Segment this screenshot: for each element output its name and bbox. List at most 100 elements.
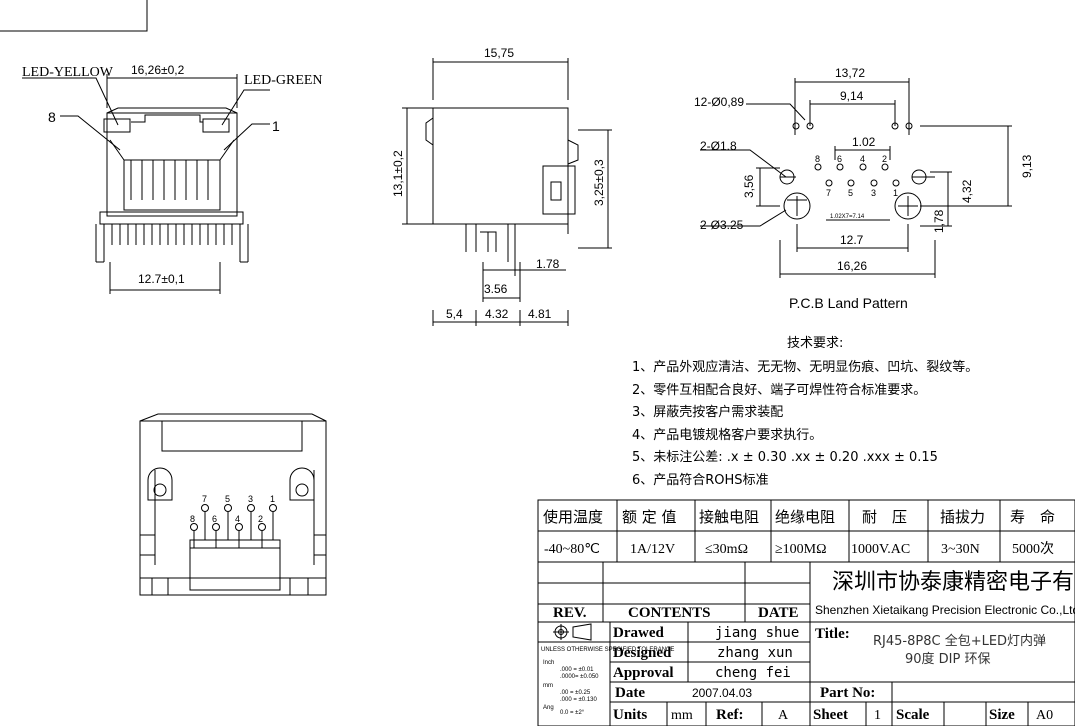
- ref-value: A: [778, 708, 789, 723]
- pcb-dim-4-32: 4,32: [960, 179, 974, 203]
- rear-pin-label: 8: [190, 514, 195, 524]
- pcb-pin-label: 7: [826, 188, 831, 198]
- led-yellow-window: [103, 118, 131, 133]
- spec-header: 接触电阻: [699, 508, 759, 526]
- designed-value: zhang xun: [717, 645, 793, 661]
- pcb-dim-3-56: 3,56: [742, 174, 756, 198]
- side-right-dim: 3,25±0,3: [592, 159, 606, 206]
- pcb-dim-13-72: 13,72: [835, 66, 865, 80]
- pcb-land-pattern: [700, 78, 1012, 278]
- pcb-dim-16-26: 16,26: [837, 259, 867, 273]
- tolerance-line: 0.0 = ±2°: [560, 710, 585, 716]
- led-green-window: [202, 118, 230, 133]
- pcb-dim-9-14: 9,14: [840, 89, 864, 103]
- pcb-dim-1-78: 1,78: [932, 209, 946, 233]
- rear-pin-label: 3: [248, 494, 253, 504]
- sheet-label: Sheet: [813, 707, 848, 723]
- note-item: 3、屏蔽壳按客户需求装配: [632, 404, 783, 420]
- pcb-large-locating-hole: [783, 192, 811, 220]
- side-dim-1-78: 1.78: [536, 257, 560, 271]
- tolerance-line: .00 = ±0.25: [560, 690, 591, 696]
- pcb-pin-label: 1: [893, 188, 898, 198]
- spec-value: -40~80℃: [544, 542, 600, 557]
- spec-header: 耐 压: [862, 508, 907, 526]
- front-pitch-dim: 12.7±0,1: [138, 272, 185, 286]
- pcb-holes-0-89: 12-Ø0,89: [694, 95, 744, 109]
- tolerance-line: .0000= ±0.050: [560, 674, 599, 680]
- title-line-1: RJ45-8P8C 全包+LED灯内弹: [873, 633, 1046, 649]
- title-block-grid: [537, 561, 1075, 726]
- company-name-cn: 深圳市协泰康精密电子有限公司: [832, 570, 1075, 595]
- rear-socket: [189, 539, 281, 591]
- pcb-holes-3-25: 2-Ø3.25: [700, 218, 744, 232]
- led-green-label: LED-GREEN: [244, 73, 323, 88]
- spec-header: 额 定 值: [622, 508, 677, 526]
- date-row-label: Date: [615, 685, 645, 701]
- ref-label: Ref:: [716, 707, 743, 723]
- tolerance-ang: Ang: [543, 705, 554, 711]
- pin-1-callout: 1: [272, 118, 280, 134]
- date-header-label: DATE: [758, 605, 799, 621]
- projection-symbol: [553, 623, 592, 641]
- pcb-title: P.C.B Land Pattern: [789, 295, 908, 311]
- side-dim-4-81: 4.81: [528, 307, 552, 321]
- side-height-dim: 13,1±0,2: [391, 150, 405, 197]
- company-name-en: Shenzhen Xietaikang Precision Electronic…: [815, 603, 1075, 617]
- tolerance-line: .000 = ±0.01: [560, 667, 594, 673]
- pcb-pin-label: 6: [837, 154, 842, 164]
- pcb-pin-label: 3: [871, 188, 876, 198]
- rear-pin-label: 7: [202, 494, 207, 504]
- spec-value: ≥100MΩ: [775, 542, 827, 557]
- units-label: Units: [613, 707, 647, 723]
- rear-pin-label: 4: [235, 514, 240, 524]
- size-label: Size: [989, 707, 1015, 723]
- rear-pin-pads: [190, 504, 277, 548]
- rj45-socket: [123, 159, 221, 211]
- front-view: [22, 74, 270, 294]
- title-line-2: 90度 DIP 环保: [905, 651, 991, 667]
- title-label: Title:: [815, 626, 850, 642]
- front-width-dim: 16,26±0,2: [131, 63, 185, 77]
- part-no-label: Part No:: [820, 685, 875, 701]
- pin-8-callout: 8: [48, 109, 56, 125]
- pcb-dim-1-02: 1.02: [852, 135, 876, 149]
- pcb-pin-label: 8: [815, 154, 820, 164]
- units-value: mm: [671, 708, 693, 723]
- contents-label: CONTENTS: [628, 605, 711, 621]
- rev-label: REV.: [553, 605, 587, 621]
- spec-value: 1A/12V: [630, 542, 675, 557]
- spec-header: 插拔力: [940, 508, 985, 526]
- sheet-value: 1: [874, 708, 881, 723]
- designed-label: Designed: [613, 645, 672, 661]
- spec-header: 绝缘电阻: [775, 508, 835, 526]
- rear-pin-label: 2: [258, 514, 263, 524]
- note-item: 4、产品电镀规格客户要求执行。: [632, 427, 822, 443]
- note-item: 6、产品符合ROHS标准: [632, 472, 769, 488]
- date-value: 2007.04.03: [692, 686, 752, 700]
- spec-header: 使用温度: [543, 508, 603, 526]
- rear-pin-label: 6: [212, 514, 217, 524]
- pcb-top-holes: [792, 122, 913, 187]
- drawed-value: jiang shue: [715, 625, 799, 641]
- spec-value: ≤30mΩ: [705, 542, 748, 557]
- tolerance-mm: mm: [543, 683, 553, 689]
- spec-value: 1000V.AC: [851, 542, 910, 557]
- pcb-pitch-dim: 1.02X7=7.14: [830, 214, 865, 220]
- size-value: A0: [1036, 708, 1053, 723]
- notes-title: 技术要求:: [787, 336, 843, 351]
- pcb-pin-label: 2: [882, 154, 887, 164]
- side-dim-5-4: 5,4: [446, 307, 463, 321]
- scale-label: Scale: [896, 707, 930, 723]
- approval-label: Approval: [613, 665, 674, 681]
- spec-header: 寿 命: [1010, 508, 1055, 526]
- pcb-dim-12-7: 12.7: [840, 233, 864, 247]
- spec-value: 3~30N: [941, 542, 980, 557]
- note-item: 5、未标注公差: .x ± 0.30 .xx ± 0.20 .xxx ± 0.1…: [632, 450, 938, 465]
- pcb-dim-9-13: 9,13: [1020, 154, 1034, 178]
- pcb-holes-1-8: 2-Ø1.8: [700, 139, 737, 153]
- rear-pin-label: 5: [225, 494, 230, 504]
- contact-pins: [130, 160, 209, 200]
- spec-value: 5000次: [1012, 541, 1054, 557]
- side-dim-4-32: 4.32: [485, 307, 509, 321]
